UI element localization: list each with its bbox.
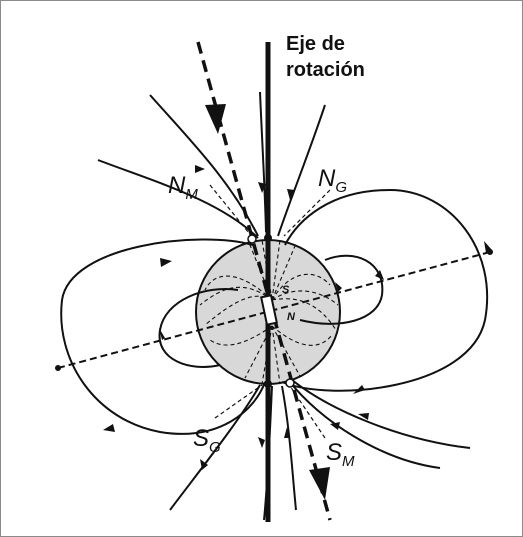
bar-magnet-south-label: S — [282, 284, 290, 296]
magnetic-axis-arrow-bottom — [309, 467, 330, 500]
bar-magnet-north-label: N — [287, 311, 296, 323]
magnetic-south-pole-marker — [285, 378, 295, 388]
pole-guide-lines — [209, 184, 331, 439]
geographic-north-pole-marker — [264, 234, 272, 242]
geographic-south-label: SG — [193, 425, 221, 456]
bar-magnet — [260, 294, 278, 326]
magnetic-north-pole-marker — [247, 234, 257, 244]
axis-label-line1: Eje de — [286, 33, 345, 55]
field-direction-arrows — [103, 165, 492, 470]
outer-field-lines — [60, 91, 489, 521]
magnetic-axis-arrow-top — [205, 104, 226, 134]
geographic-north-label: NG — [318, 165, 347, 196]
magnetic-north-label: NM — [168, 172, 198, 203]
magnetic-south-label: SM — [326, 439, 355, 470]
axis-label-line2: rotación — [286, 59, 365, 81]
geographic-south-pole-marker — [264, 380, 272, 388]
